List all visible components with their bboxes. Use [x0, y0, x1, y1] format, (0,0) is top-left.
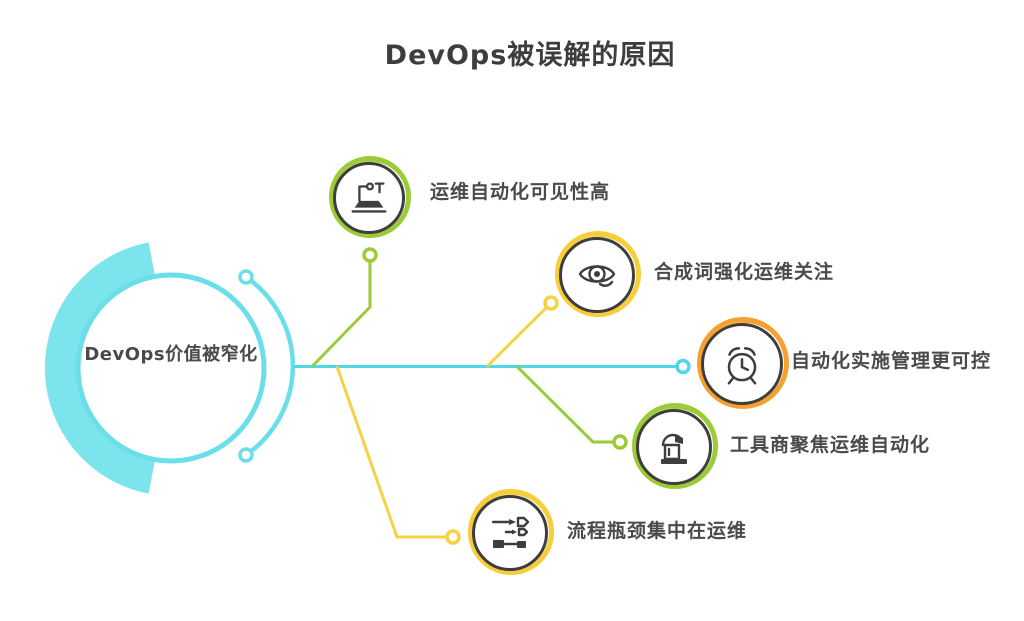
center-right-arc: [244, 275, 295, 457]
connector-dot-cyan-right: [675, 358, 691, 375]
branch-line-green-up: [310, 262, 372, 368]
production-line-icon: [351, 182, 387, 213]
node-tool-vendors-focus: [632, 403, 718, 489]
node-compound-word-focus: [555, 231, 641, 317]
flowchart-icon: [491, 516, 530, 548]
node-ring-inner: [559, 237, 635, 313]
branch-line-yellow-up: [485, 305, 549, 368]
connector-dot-yellow-bottom: [445, 529, 461, 545]
branch-line-green-down: [515, 365, 613, 444]
diagram-title: DevOps被误解的原因: [384, 40, 676, 71]
branch-label-process-bottleneck-ops: 流程瓶颈集中在运维: [567, 520, 748, 542]
connector-dot-green-bottom: [612, 434, 628, 450]
eye-icon: [578, 265, 616, 287]
node-ring-outer: [555, 231, 641, 317]
node-ring-inner: [701, 323, 783, 405]
alarm-clock-icon: [727, 347, 757, 385]
center-node-circle: [75, 272, 267, 464]
node-ring-outer: [632, 403, 718, 489]
node-ring-inner: [472, 495, 548, 571]
branch-label-ops-automation-visibility: 运维自动化可见性高: [430, 181, 611, 203]
node-ring-outer: [697, 317, 789, 409]
center-crescent-shape: [44, 242, 156, 494]
industrial-machine-icon: [661, 433, 687, 464]
branch-label-automation-more-controllable: 自动化实施管理更可控: [791, 350, 992, 372]
connector-dot-green-top: [362, 247, 378, 263]
node-ring-outer: [468, 489, 554, 575]
node-ring-inner: [333, 162, 405, 234]
connector-dot-cyan-bottom: [238, 447, 254, 463]
node-ring-inner: [636, 409, 712, 485]
branch-line-yellow-down: [335, 366, 446, 539]
branch-label-tool-vendors-focus: 工具商聚焦运维自动化: [730, 434, 931, 456]
connector-dot-cyan-top: [238, 269, 254, 285]
branch-label-compound-word-focus: 合成词强化运维关注: [654, 261, 835, 283]
node-ring-outer: [329, 156, 411, 238]
node-ops-automation-visibility: [329, 156, 411, 238]
connector-dot-yellow-top: [543, 295, 559, 311]
center-node-label: DevOps价值被窄化: [84, 344, 258, 365]
node-automation-more-controllable: [697, 317, 789, 409]
node-process-bottleneck-ops: [468, 489, 554, 575]
